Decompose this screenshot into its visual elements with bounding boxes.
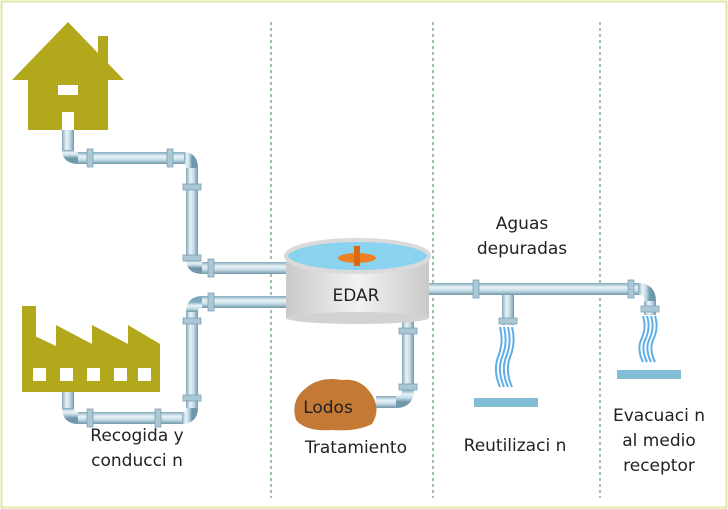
factory-pipe bbox=[62, 292, 294, 428]
treated-water-line-2: depuradas bbox=[476, 239, 568, 259]
collection-line-1: Recogida y bbox=[90, 426, 184, 446]
discharge-line-3: receptor bbox=[623, 456, 695, 476]
collection-line-2: conducci n bbox=[91, 451, 183, 471]
discharge-label: Evacuaci n al medio receptor bbox=[596, 404, 722, 479]
discharge-line-1: Evacuaci n bbox=[612, 406, 705, 426]
house-window bbox=[58, 85, 78, 95]
edar-tank bbox=[284, 238, 431, 324]
discharge-water-stream bbox=[638, 315, 658, 363]
collection-label: Recogida y conducci n bbox=[52, 424, 222, 474]
treatment-label: Tratamiento bbox=[305, 438, 407, 458]
sludge-pipe bbox=[376, 318, 418, 408]
treated-water-label: Aguas depuradas bbox=[452, 212, 592, 262]
section-dividers bbox=[270, 22, 601, 498]
outlet-pipe bbox=[424, 279, 660, 325]
house-pipe bbox=[62, 128, 294, 278]
reuse-label: Reutilizaci n bbox=[463, 436, 567, 456]
discharge-line-2: al medio bbox=[622, 431, 696, 451]
sludge-pile bbox=[294, 379, 377, 431]
house-door bbox=[62, 112, 74, 130]
edar-label: EDAR bbox=[332, 286, 380, 306]
reuse-basin bbox=[474, 398, 538, 407]
receiving-basin bbox=[617, 370, 681, 379]
treated-water-line-1: Aguas bbox=[495, 214, 549, 234]
sludge-label: Lodos bbox=[303, 398, 353, 418]
reuse-water-stream bbox=[494, 326, 515, 388]
factory-windows bbox=[33, 368, 151, 381]
